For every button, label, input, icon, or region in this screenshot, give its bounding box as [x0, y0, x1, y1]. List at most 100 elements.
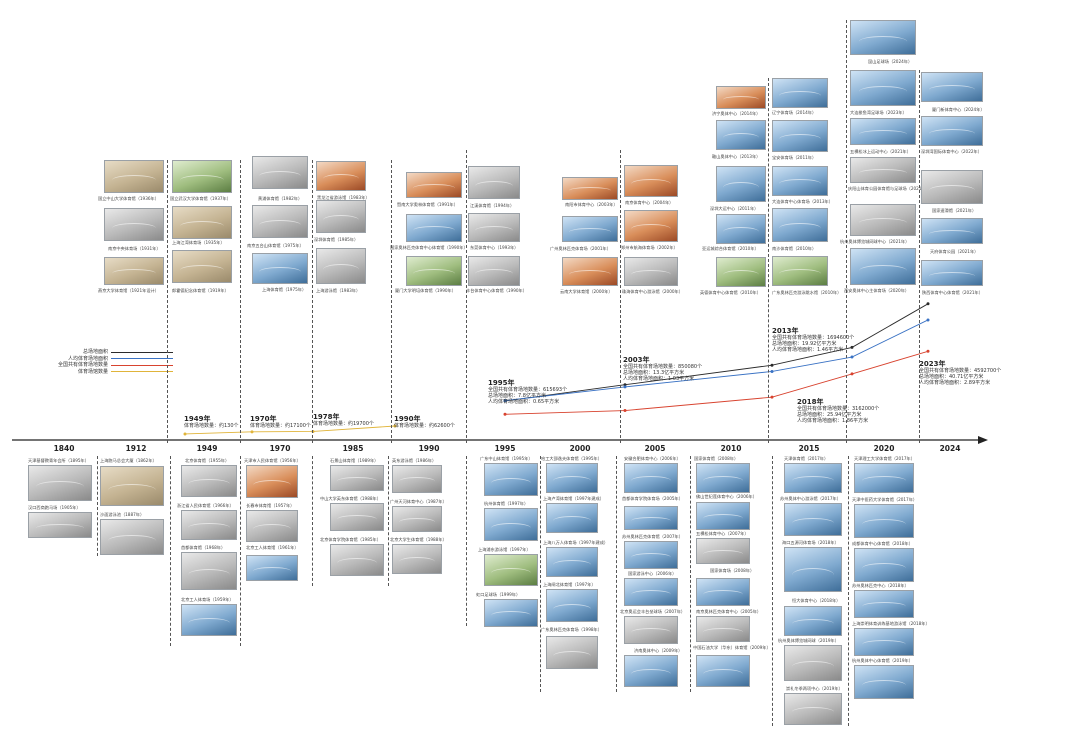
data-point — [926, 302, 930, 306]
photo-caption: 暨南大学奥林体育馆（1991年） — [397, 202, 458, 207]
photo-caption: 成都体育中心体育馆（2018年） — [852, 541, 913, 546]
stadium-photo — [624, 616, 678, 644]
stadium-photo — [772, 208, 828, 242]
stadium-photo — [546, 589, 598, 622]
stadium-photo — [484, 463, 538, 496]
photo-caption: 南京奥林匹克体育中心（2005年） — [696, 609, 762, 614]
stadium-photo — [252, 205, 308, 238]
stadium-photo — [316, 161, 366, 191]
era-divider — [388, 456, 389, 586]
photo-caption: 杭州奥体中心体育馆（2019年） — [852, 658, 913, 663]
stadium-photo — [104, 208, 164, 241]
photo-caption: 天津中医药大学体育馆（2017年） — [852, 497, 918, 502]
photo-caption: 哈工大邵逸夫体育馆（1995年） — [541, 456, 602, 461]
stadium-photo — [854, 665, 914, 699]
photo-caption: 长春市体育馆（1957年） — [246, 503, 295, 508]
photo-caption: 黑龙江省游泳馆（1983年） — [317, 195, 370, 200]
era-divider — [466, 150, 467, 443]
photo-caption: 天津市人民体育馆（1956年） — [244, 458, 301, 463]
stadium-photo — [546, 463, 598, 493]
photo-caption: 广东中山体育馆（1995年） — [480, 456, 533, 461]
stadium-photo — [330, 544, 384, 576]
photo-caption: 厦门新体育中心（2024年） — [932, 107, 985, 112]
axis-tick-label: 1949 — [196, 444, 218, 453]
stadium-photo — [772, 120, 828, 152]
photo-caption: 南京五台山体育馆（1975年） — [247, 243, 304, 248]
legend-item-per-capita: 人均体育场地面积 — [58, 356, 174, 363]
photo-caption: 鞍山奥体中心（2013年） — [712, 154, 761, 159]
data-point — [926, 349, 930, 353]
data-point — [850, 372, 854, 376]
stadium-photo — [392, 465, 442, 493]
stadium-photo — [784, 503, 842, 536]
stadium-photo — [546, 636, 598, 669]
stadium-photo — [104, 160, 164, 193]
stadium-photo — [696, 616, 750, 642]
photo-caption: 中山大学英东体育馆（1988年） — [320, 496, 381, 501]
era-divider — [690, 456, 691, 692]
photo-caption: 西安奥体中心主体育场（2020年） — [844, 288, 910, 293]
era-divider — [768, 78, 769, 443]
stadium-photo — [28, 512, 92, 538]
data-point — [503, 412, 507, 416]
annotation-1995: 1995年全国共有体育场地数量：615693个总场地面积：7.8亿平方米人均体育… — [488, 379, 568, 406]
photo-caption: 上海跑马总会大厦（1862年） — [100, 458, 157, 463]
photo-caption: 海口五源河体育场（2018年） — [782, 540, 839, 545]
series-line-人均体育场地面积 — [504, 319, 929, 402]
axis-tick-label: 1912 — [125, 444, 147, 453]
photo-caption: 北京大学生体育馆（1988年） — [390, 537, 447, 542]
photo-caption: 沙面游泳池（1887年） — [100, 512, 145, 517]
photo-caption: 江溪体育馆（1994年） — [470, 203, 515, 208]
series-line-总场地面积 — [504, 303, 929, 402]
stadium-photo — [624, 210, 678, 242]
era-divider — [391, 160, 392, 443]
legend-item-stadium-count: 体育场馆数量 — [58, 369, 174, 376]
stadium-photo — [716, 257, 766, 287]
stadium-photo — [850, 70, 916, 106]
stadium-photo — [246, 465, 298, 498]
photo-caption: 国家奥林匹克体育中心体育馆（1990年） — [390, 245, 468, 250]
photo-caption: 浙江省人民体育馆（1966年） — [177, 503, 234, 508]
photo-caption: 济南奥体中心（2009年） — [634, 648, 683, 653]
legend-swatch — [111, 358, 174, 360]
annotation-2023: 2023年全国共有体育场地数量：4592700个总场地面积：40.71亿平方米人… — [919, 360, 1002, 387]
photo-caption: 苏州奥林匹克体育馆（2007年） — [622, 534, 683, 539]
era-divider — [240, 456, 241, 646]
stadium-photo — [100, 519, 164, 555]
stadium-photo — [468, 213, 520, 242]
photo-caption: 北京奥运会丰台垒球场（2007年） — [620, 609, 686, 614]
stadium-photo — [850, 204, 916, 236]
photo-caption: 云南大学体育馆（2000年） — [560, 289, 613, 294]
photo-caption: 杭州奥体博览城网球（2019年） — [778, 638, 839, 643]
photo-caption: 广州天河体育中心（1987年） — [390, 499, 447, 504]
photo-caption: 苏州奥体中心游泳馆（2017年） — [780, 496, 841, 501]
axis-tick-label: 1995 — [494, 444, 516, 453]
photo-caption: 五棵松冰上运动中心（2021年） — [850, 149, 911, 154]
photo-caption: 天津体育馆（2017年） — [784, 456, 829, 461]
annotation-1990: 1990年体育场地数量：约62600个 — [394, 415, 455, 429]
photo-caption: 国家游泳中心（2006年） — [628, 571, 677, 576]
stadium-photo — [921, 170, 983, 204]
photo-caption: 天津基督教青年会所（1895年） — [28, 458, 89, 463]
photo-caption: 虹口足球场（1999年） — [476, 592, 521, 597]
stadium-photo — [624, 578, 678, 606]
era-divider — [97, 456, 98, 556]
era-divider — [772, 456, 773, 726]
stadium-photo — [484, 599, 538, 627]
stadium-photo — [784, 693, 842, 725]
photo-caption: 杭州奥体博览城网球中心（2021年） — [840, 239, 910, 244]
photo-caption: 苏州奥林匹克中心（2018年） — [852, 583, 909, 588]
stadium-photo — [181, 465, 237, 497]
photo-caption: 北京工人体育馆（1961年） — [246, 545, 299, 550]
stadium-photo — [172, 206, 232, 239]
stadium-photo — [784, 463, 842, 493]
stadium-photo — [246, 510, 298, 542]
photo-caption: 大连梭鱼湾足球场（2023年） — [850, 110, 907, 115]
era-divider — [167, 160, 168, 443]
stadium-photo — [181, 510, 237, 540]
stadium-photo — [562, 257, 618, 286]
photo-caption: 东莞体育中心（1993年） — [470, 245, 519, 250]
stadium-photo — [850, 20, 916, 55]
legend-item-total-area: 总场地面积 — [58, 349, 174, 356]
